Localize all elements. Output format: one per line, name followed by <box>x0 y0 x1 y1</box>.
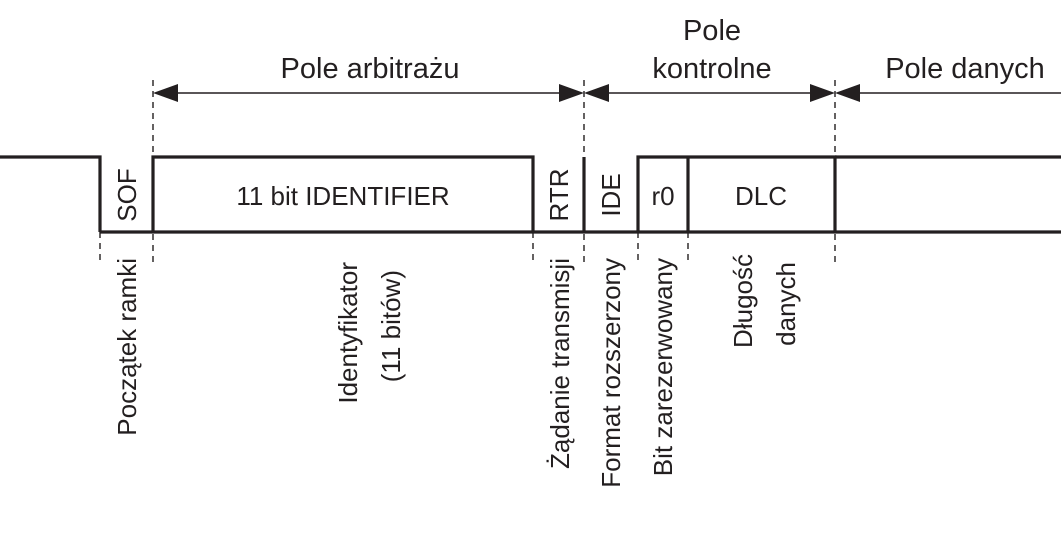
field-arrows <box>153 84 1061 102</box>
identifier-description-line2: (11 bitów) <box>376 270 406 382</box>
start-of-frame-description: Początek ramki <box>112 258 142 436</box>
data-length-description-line1: Długość <box>728 254 758 348</box>
r0-bit-label: r0 <box>651 181 674 211</box>
data-field-label: Pole danych <box>885 53 1045 85</box>
dlc-bit-label: DLC <box>735 181 787 211</box>
control-block <box>636 155 837 232</box>
sof-bit-label: SOF <box>112 168 142 221</box>
rtr-bit-label: RTR <box>544 169 574 222</box>
data-length-description-line2: danych <box>771 262 801 346</box>
waveform-idle-high <box>0 155 102 232</box>
control-arrow-right-icon <box>810 84 835 102</box>
identifier-block <box>151 155 535 232</box>
ide-bit-label: IDE <box>596 173 626 216</box>
identifier-bit-label: 11 bit IDENTIFIER <box>236 181 449 211</box>
arbitration-arrow-left-icon <box>153 84 178 102</box>
arbitration-arrow-right-icon <box>559 84 584 102</box>
bit-descriptions: Początek ramki Identyfikator (11 bitów) … <box>112 254 801 488</box>
identifier-description-line1: Identyfikator <box>333 262 363 404</box>
data-arrow-left-icon <box>835 84 860 102</box>
field-headers: Pole arbitrażu Pole kontrolne Pole danyc… <box>281 15 1045 85</box>
control-field-label-line1: Pole <box>683 15 741 47</box>
boundary-guides <box>99 80 836 262</box>
extended-format-description: Format rozszerzony <box>596 258 626 488</box>
reserved-bit-description: Bit zarezerwowany <box>648 258 678 476</box>
frame-bit-labels: SOF 11 bit IDENTIFIER RTR IDE r0 DLC <box>112 168 787 221</box>
signal-waveform <box>0 155 1061 234</box>
control-arrow-left-icon <box>584 84 609 102</box>
transmission-request-description: Żądanie transmisji <box>545 258 575 469</box>
arbitration-field-label: Pole arbitrażu <box>281 53 460 85</box>
control-field-label-line2: kontrolne <box>652 53 771 85</box>
